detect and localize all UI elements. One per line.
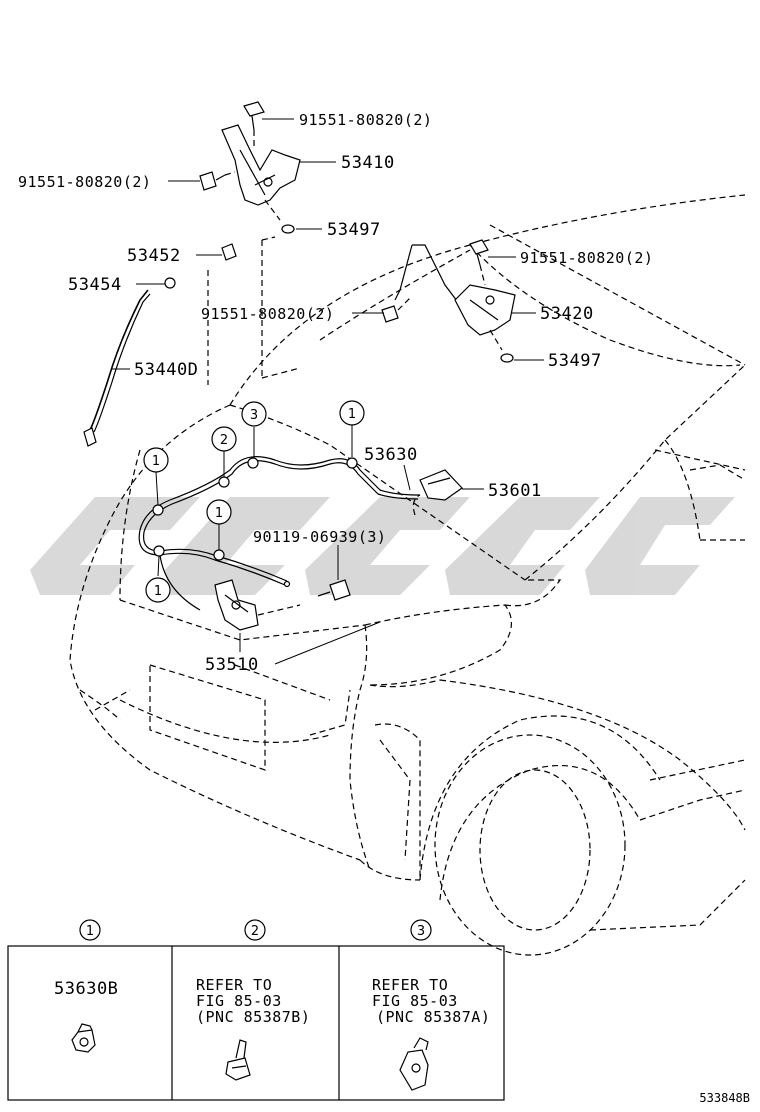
part-label-cushion-lh[interactable]: 53497 bbox=[327, 220, 381, 240]
part-label-hinge-bolt-top[interactable]: 91551-80820(2) bbox=[299, 111, 432, 129]
legend-header-1: 1 bbox=[79, 919, 101, 941]
callout-2: 2 bbox=[211, 426, 237, 452]
part-label-hinge-bolt-mid[interactable]: 91551-80820(2) bbox=[201, 305, 334, 323]
callout-1: 1 bbox=[206, 499, 232, 525]
svg-text:2: 2 bbox=[251, 924, 259, 939]
legend-cell-1: 53630B bbox=[54, 979, 118, 1053]
clamp bbox=[346, 457, 358, 469]
diagram-id: 533848B bbox=[699, 1091, 750, 1105]
part-label-release-cable[interactable]: 53630 bbox=[364, 445, 418, 465]
legend-cell-2: REFER TO FIG 85-03 (PNC 85387B) bbox=[196, 976, 310, 1081]
part-label-screw[interactable]: 90119-06939(3) bbox=[253, 528, 386, 546]
legend-header-3: 3 bbox=[410, 919, 432, 941]
release-cable-drawing bbox=[138, 456, 421, 611]
part-label-hinge-bolt-right[interactable]: 91551-80820(2) bbox=[520, 249, 653, 267]
clamp bbox=[247, 457, 259, 469]
clamp bbox=[218, 476, 230, 488]
svg-text:3: 3 bbox=[417, 924, 425, 939]
part-label-hinge-bolt-left[interactable]: 91551-80820(2) bbox=[18, 173, 151, 191]
clamp bbox=[152, 504, 164, 516]
part-label-hinge-rh[interactable]: 53420 bbox=[540, 304, 594, 324]
svg-text:1: 1 bbox=[86, 924, 94, 939]
legend-table: 1 2 3 53630B REFER TO FIG 85-03 (PNC bbox=[7, 919, 505, 1101]
legend-text-line[interactable]: (PNC 85387B) bbox=[196, 1008, 310, 1026]
svg-text:3: 3 bbox=[250, 408, 258, 423]
part-label-hinge-lh[interactable]: 53410 bbox=[341, 153, 395, 173]
svg-text:1: 1 bbox=[154, 584, 162, 599]
callout-1: 1 bbox=[143, 447, 169, 473]
callout-1: 1 bbox=[339, 400, 365, 426]
support-rod-drawing bbox=[83, 243, 237, 447]
svg-text:1: 1 bbox=[348, 407, 356, 422]
callout-1: 1 bbox=[145, 577, 171, 603]
clamp-85387a-icon bbox=[399, 1037, 429, 1091]
clamp bbox=[213, 549, 225, 561]
hinge-lh-drawing bbox=[199, 101, 301, 379]
svg-text:1: 1 bbox=[215, 506, 223, 521]
clamp-85387b-icon bbox=[225, 1039, 251, 1081]
hinge-rh-drawing bbox=[381, 239, 516, 363]
callout-circles: 3 2 1 1 1 1 bbox=[143, 400, 365, 603]
svg-text:1: 1 bbox=[152, 454, 160, 469]
callout-3: 3 bbox=[241, 401, 267, 427]
legend-text-line: REFER TO bbox=[372, 976, 448, 994]
part-label-lock[interactable]: 53510 bbox=[205, 655, 259, 675]
legend-part-number[interactable]: 53630B bbox=[54, 979, 118, 999]
part-label-clamp-53454[interactable]: 53454 bbox=[68, 275, 122, 295]
legend-header-2: 2 bbox=[244, 919, 266, 941]
clamp bbox=[153, 545, 165, 557]
release-lever-drawing bbox=[412, 469, 463, 516]
part-label-cushion-rh[interactable]: 53497 bbox=[548, 351, 602, 371]
legend-cell-3: REFER TO FIG 85-03 (PNC 85387A) bbox=[372, 976, 490, 1091]
legend-text-line: FIG 85-03 bbox=[196, 992, 282, 1010]
lock-drawing bbox=[214, 579, 351, 631]
legend-text-line: FIG 85-03 bbox=[372, 992, 458, 1010]
legend-text-line: REFER TO bbox=[196, 976, 272, 994]
legend-text-line[interactable]: (PNC 85387A) bbox=[376, 1008, 490, 1026]
part-label-support-rod[interactable]: 53440D bbox=[134, 360, 198, 380]
svg-text:2: 2 bbox=[220, 433, 228, 448]
watermark bbox=[30, 497, 735, 595]
part-label-clamp-53452[interactable]: 53452 bbox=[127, 246, 181, 266]
leader-lines bbox=[112, 118, 544, 665]
part-labels: 91551-80820(2) 91551-80820(2) 53410 5349… bbox=[18, 111, 653, 675]
part-label-release-lever[interactable]: 53601 bbox=[488, 481, 542, 501]
vehicle-outline bbox=[69, 194, 746, 956]
clip-53630b-icon bbox=[71, 1023, 96, 1053]
